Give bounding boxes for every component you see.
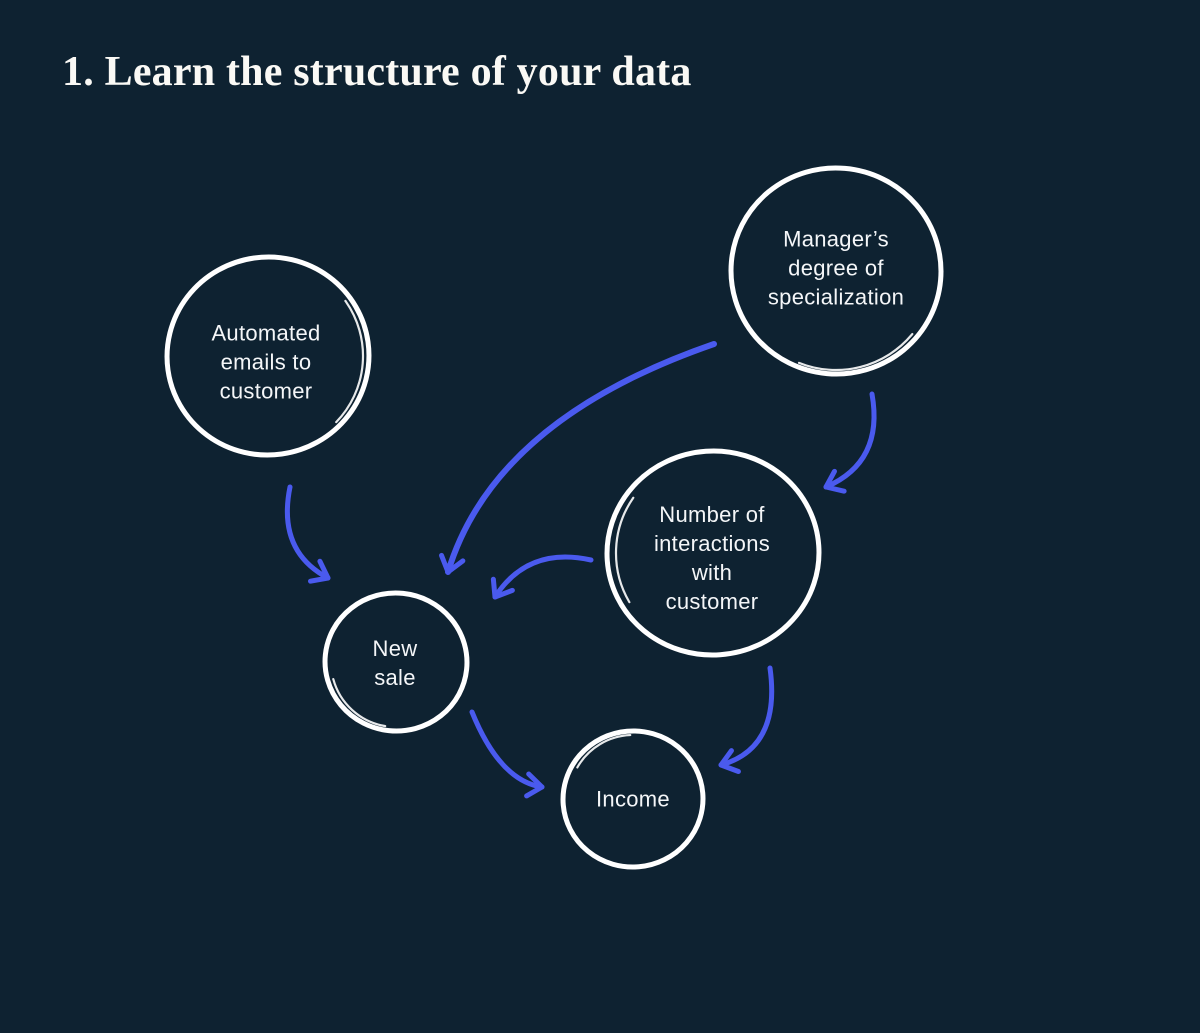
edges: [284, 341, 877, 799]
node-label-line: specialization: [767, 284, 905, 310]
node-ring-managers-specialization: [728, 165, 944, 377]
node-ring-interactions: [604, 448, 822, 658]
node-label-line: Number of: [659, 502, 765, 527]
node-ring-income: [560, 728, 706, 870]
node-ring-automated-emails: [164, 254, 372, 458]
edge-managers-specialization-to-interactions: [823, 391, 877, 494]
node-managers-specialization: Manager’s degree of specialization: [746, 225, 926, 312]
edge-automated-emails-to-new-sale: [284, 484, 331, 584]
node-ring-sketch: [329, 595, 463, 729]
node-interactions: Number of interactions with customer: [627, 500, 797, 616]
node-rings: [164, 165, 944, 870]
node-label-line: Manager’s: [783, 226, 889, 252]
edge-new-sale-to-income: [469, 709, 545, 799]
edge-managers-specialization-to-new-sale: [439, 341, 717, 575]
node-label-line: interactions: [653, 531, 771, 556]
node-label-line: customer: [219, 378, 313, 404]
edge-interactions-to-income: [718, 665, 775, 774]
node-ring-new-sale: [322, 590, 470, 734]
node-label-line: emails to: [220, 349, 312, 375]
node-label-line: sale: [374, 665, 416, 690]
node-ring-sketch: [735, 170, 937, 372]
page-title: 1. Learn the structure of your data: [62, 49, 692, 95]
node-new-sale: New sale: [350, 634, 440, 692]
node-label-line: Income: [596, 786, 670, 812]
edge-interactions-to-new-sale: [490, 554, 594, 600]
node-label-line: degree of: [788, 255, 884, 281]
node-label-line: Automated: [211, 320, 321, 346]
node-automated-emails: Automated emails to customer: [181, 319, 351, 406]
node-label-line: with: [691, 560, 733, 585]
node-label-line: customer: [665, 589, 759, 614]
node-label-line: New: [372, 636, 418, 661]
node-income: Income: [573, 785, 693, 814]
node-ring-sketch: [171, 259, 365, 453]
node-ring-sketch: [567, 733, 699, 865]
node-ring-sketch: [614, 454, 812, 652]
